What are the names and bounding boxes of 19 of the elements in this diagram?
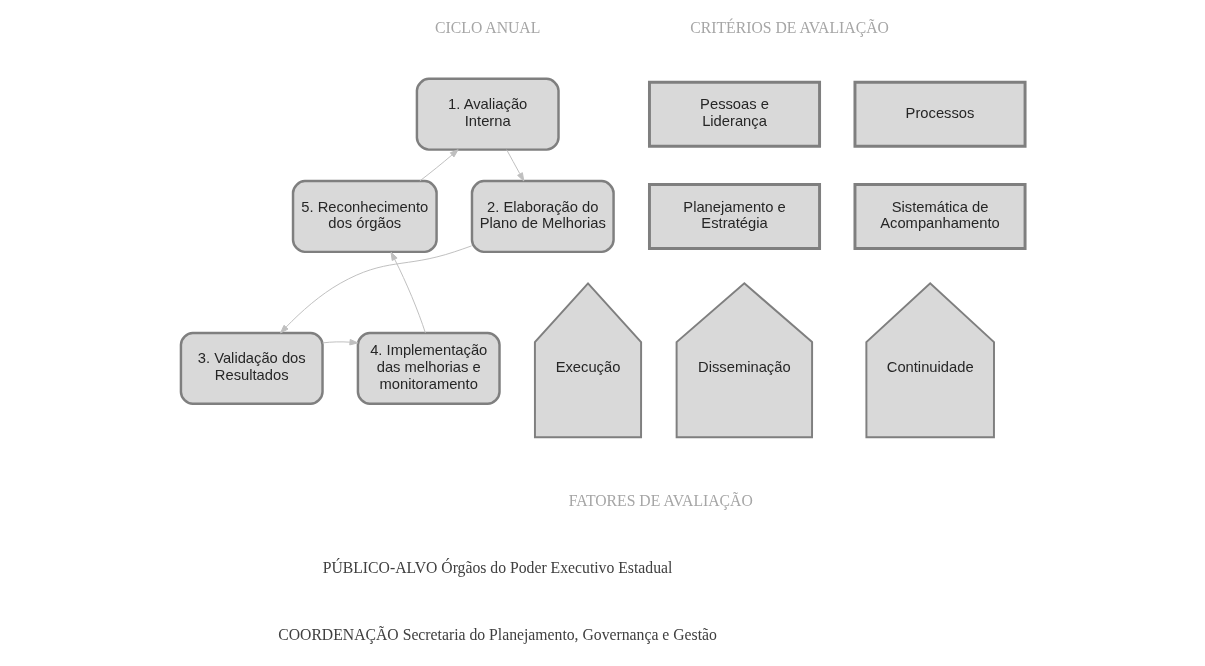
arrow: [279, 245, 472, 334]
label: CICLO ANUAL: [434, 19, 540, 37]
label: FATORES DE AVALIAÇÃO: [568, 492, 753, 510]
arrow: [321, 338, 358, 346]
node-box: Planejamento e Estratégia: [647, 183, 821, 250]
node-box: 5. Reconhecimento dos órgãos: [291, 179, 438, 254]
node-box: Processos: [853, 80, 1027, 148]
label: COORDENAÇÃO Secretaria do Planejamento, Governança e Gestão: [277, 626, 717, 644]
node-box: 3. Validação dos Resultados: [179, 331, 324, 406]
arrow: [505, 149, 524, 182]
node-box: 4. Implementação das melhorias e monitoramento: [356, 331, 501, 406]
node-box: 2. Elaboração do Plano de Melhorias: [470, 179, 615, 254]
node-box: Pessoas e Liderança: [647, 80, 821, 148]
label: PÚBLICO-ALVO Órgãos do Poder Executivo Estadual: [322, 559, 672, 577]
node-box: 1. Avaliação Interna: [415, 77, 560, 151]
label: CRITÉRIOS DE AVALIAÇÃO: [689, 19, 889, 37]
arrow: [390, 251, 426, 334]
node-box: Sistemática de Acompanhamento: [853, 183, 1027, 250]
arrow: [418, 149, 459, 182]
